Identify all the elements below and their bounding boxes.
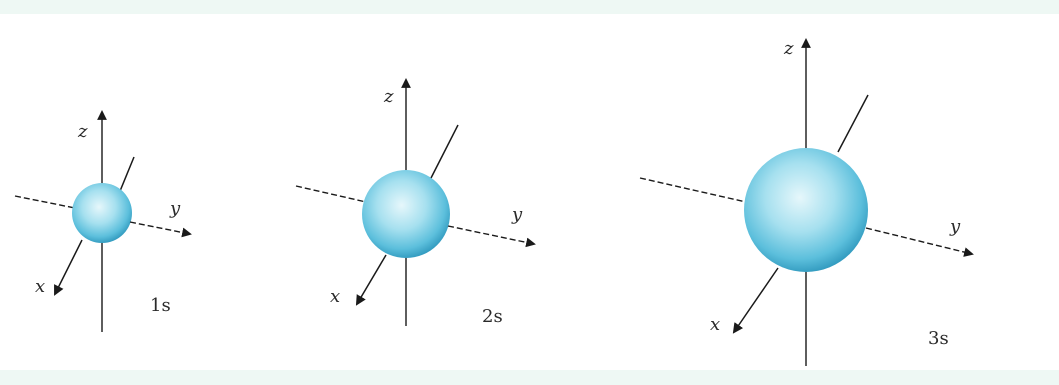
z-label-2s: z bbox=[383, 86, 394, 107]
y-axis-back-2s bbox=[296, 186, 366, 202]
orbital-label-3s: 3s bbox=[928, 328, 949, 349]
sphere-1s bbox=[72, 183, 132, 243]
x-axis-front-2s bbox=[357, 255, 386, 304]
x-label-1s: x bbox=[35, 276, 45, 297]
x-axis-back-3s bbox=[838, 95, 868, 152]
x-axis-front-1s bbox=[55, 240, 82, 294]
y-axis-back-3s bbox=[640, 178, 746, 202]
z-label-3s: z bbox=[783, 38, 794, 59]
z-label-1s: z bbox=[77, 121, 88, 142]
x-axis-front-3s bbox=[734, 268, 778, 332]
sphere-2s bbox=[362, 170, 450, 258]
orbital-1s: z y x 1s bbox=[15, 112, 190, 332]
y-axis-front-1s bbox=[130, 222, 190, 234]
x-label-3s: x bbox=[710, 314, 720, 335]
orbital-2s: z y x 2s bbox=[296, 80, 534, 327]
x-label-2s: x bbox=[330, 286, 340, 307]
y-label-3s: y bbox=[949, 216, 961, 237]
orbital-3s: z y x 3s bbox=[640, 38, 972, 366]
orbital-label-1s: 1s bbox=[150, 295, 171, 316]
y-axis-back-1s bbox=[15, 196, 75, 208]
orbital-label-2s: 2s bbox=[482, 306, 503, 327]
sphere-3s bbox=[744, 148, 868, 272]
x-axis-back-2s bbox=[430, 125, 458, 180]
y-label-2s: y bbox=[511, 204, 523, 225]
y-label-1s: y bbox=[169, 198, 181, 219]
y-axis-front-2s bbox=[448, 226, 534, 244]
